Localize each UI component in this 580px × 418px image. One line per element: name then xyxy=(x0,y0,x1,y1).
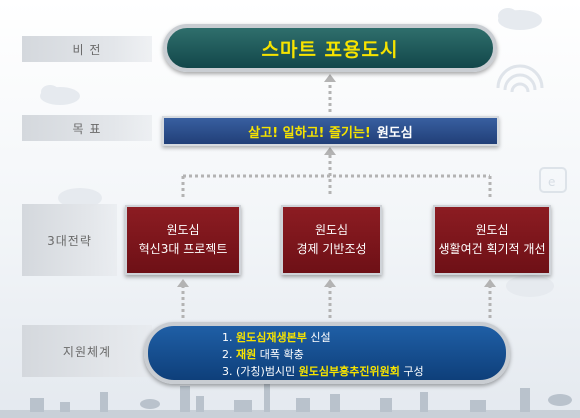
support-item-3: 3. (가칭)범시민 원도심부흥추진위원회 구성 xyxy=(222,363,506,380)
email-icon: e xyxy=(539,167,567,193)
support-item-highlight: 재원 xyxy=(236,348,257,361)
svg-text:e: e xyxy=(548,175,555,189)
row-label-goal: 목 표 xyxy=(22,115,152,141)
strategy-line-2: 혁신3대 프로젝트 xyxy=(138,242,228,256)
strategy-line-1: 원도심 xyxy=(314,223,349,237)
vision-text: 스마트 포용도시 xyxy=(261,38,399,61)
support-box: 1. 원도심재생본부 신설 2. 재원 대폭 확충 3. (가칭)범시민 원도심… xyxy=(144,322,510,384)
support-item-1: 1. 원도심재생본부 신설 xyxy=(222,329,506,346)
strategy-box-3: 원도심 생활여건 획기적 개선 xyxy=(433,205,551,275)
arrow-head xyxy=(324,279,336,287)
support-item-suffix: 대폭 확충 xyxy=(256,348,304,361)
strategy-line-2: 경제 기반조성 xyxy=(296,242,367,256)
arrow-head xyxy=(324,147,336,155)
vision-box: 스마트 포용도시 xyxy=(163,24,497,72)
support-item-suffix: 구성 xyxy=(399,365,424,378)
goal-highlight: 살고! 일하고! 즐기는! xyxy=(248,125,371,141)
row-label-strategy: 3대전략 xyxy=(22,204,117,276)
arrow-head xyxy=(484,279,496,287)
row-label-support: 지원체계 xyxy=(22,325,152,377)
support-item-prefix: 2. xyxy=(222,348,236,361)
strategy-box-1: 원도심 혁신3대 프로젝트 xyxy=(125,205,241,275)
support-item-prefix: 1. xyxy=(222,331,236,344)
wifi-icon xyxy=(496,64,544,93)
arrow-head xyxy=(324,74,336,82)
support-item-highlight: 원도심재생본부 xyxy=(236,331,307,344)
strategy-line-1: 원도심 xyxy=(166,223,200,237)
row-label-vision: 비 전 xyxy=(22,36,152,62)
support-item-2: 2. 재원 대폭 확충 xyxy=(222,346,506,363)
strategy-line-2: 생활여건 획기적 개선 xyxy=(438,242,546,256)
arrow-head xyxy=(177,279,189,287)
strategy-line-1: 원도심 xyxy=(475,223,509,237)
strategy-box-2: 원도심 경제 기반조성 xyxy=(281,205,382,275)
support-item-highlight: 원도심부흥추진위원회 xyxy=(298,365,400,378)
support-item-prefix: 3. (가칭)범시민 xyxy=(222,365,299,378)
support-item-suffix: 신설 xyxy=(306,331,331,344)
goal-box: 살고! 일하고! 즐기는! 원도심 xyxy=(162,116,499,146)
goal-rest: 원도심 xyxy=(376,125,413,141)
